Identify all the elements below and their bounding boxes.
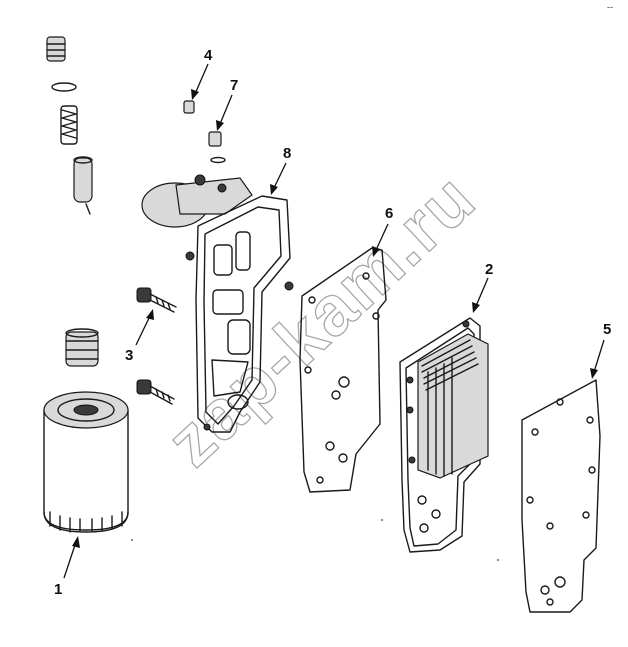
svg-text:5: 5 [603,321,611,338]
callout-6: 6 [372,205,393,257]
svg-text:6: 6 [385,205,393,222]
relief-valve-plug [46,36,66,62]
corner-mark: -- [607,2,613,12]
oil-cooler-cover [185,195,294,433]
bolt-upper [136,287,177,313]
filter-head-mount [141,174,253,228]
gasket-part-5 [521,379,601,613]
callout-7: 7 [216,77,238,131]
callout-1: 1 [54,536,80,598]
relief-valve-seal [51,82,77,92]
oil-filter [43,391,129,533]
svg-text:3: 3 [125,347,133,364]
plug-part-4 [183,100,195,114]
callout-3: 3 [125,309,154,364]
filter-insert [65,328,99,367]
callout-4: 4 [191,47,213,100]
cooler-fin-stack [417,333,489,479]
scan-speck [497,559,499,561]
bolt-lower [136,379,175,405]
callout-8: 8 [270,145,291,195]
svg-text:7: 7 [230,77,238,94]
plug-part-7 [208,131,226,164]
oil-cooler-core [399,317,489,553]
scan-speck [381,519,383,521]
callout-5: 5 [590,321,611,379]
svg-text:4: 4 [204,47,213,64]
svg-text:8: 8 [283,145,291,162]
gasket-part-6 [299,247,387,493]
relief-valve-spring [60,105,78,145]
svg-text:1: 1 [54,581,62,598]
relief-valve-plunger [73,156,93,215]
scan-speck [131,539,133,541]
callout-2: 2 [472,261,493,313]
svg-text:2: 2 [485,261,493,278]
